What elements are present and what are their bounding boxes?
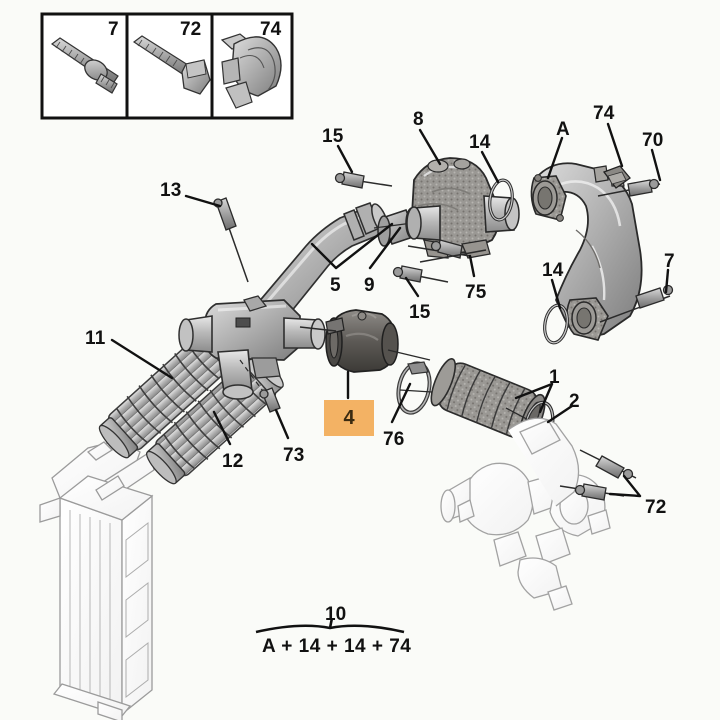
pin-73 xyxy=(239,359,281,413)
bolt-75-b xyxy=(419,249,487,263)
legend-icon-clip-bracket xyxy=(220,33,282,109)
callout-8: 8 xyxy=(413,109,424,130)
seal-ring-14-upper xyxy=(488,178,514,222)
callout-14-upper: 14 xyxy=(469,132,491,153)
legend-number-74: 74 xyxy=(260,19,282,40)
part-A-manifold xyxy=(530,162,643,341)
seal-ring-14-lower xyxy=(543,303,569,345)
legend-number-72: 72 xyxy=(180,19,202,40)
callout-1: 1 xyxy=(549,367,560,388)
callout-7-right: 7 xyxy=(664,251,675,272)
highlight-box-part-4[interactable]: 4 xyxy=(324,400,374,436)
clamp-76 xyxy=(396,361,433,415)
callout-70: 70 xyxy=(642,130,664,151)
bolt-72-a xyxy=(579,449,637,480)
turbo-assembly-ghost xyxy=(440,417,611,611)
bolt-15-upper xyxy=(334,171,393,189)
intercooler-ghost xyxy=(39,439,155,720)
callout-15-lower: 15 xyxy=(409,302,431,323)
caption-assembly-formula: A + 14 + 14 + 74 xyxy=(262,636,412,657)
callout-12: 12 xyxy=(222,451,244,472)
pin-13 xyxy=(213,197,249,283)
callout-13: 13 xyxy=(160,180,182,201)
callout-2: 2 xyxy=(569,391,580,412)
callout-11: 11 xyxy=(85,328,106,349)
legend-icon-stud-bolt xyxy=(50,37,119,94)
bolt-70 xyxy=(597,178,661,197)
callout-76: 76 xyxy=(383,429,405,450)
callout-74-main: 74 xyxy=(593,103,615,124)
bolt-15-lower xyxy=(392,265,449,283)
callout-15-upper: 15 xyxy=(322,126,344,147)
callout-5: 5 xyxy=(330,275,341,296)
highlight-label-4: 4 xyxy=(343,406,355,429)
callout-A: A xyxy=(556,119,570,140)
callout-14-lower: 14 xyxy=(542,260,564,281)
leader-lines xyxy=(110,122,670,498)
bolt-7-right xyxy=(599,284,674,323)
caption-assembly-number: 10 xyxy=(325,604,347,625)
callout-9: 9 xyxy=(364,275,375,296)
legend-number-7: 7 xyxy=(108,19,119,40)
callout-75: 75 xyxy=(465,282,487,303)
part-4-throttle-valve xyxy=(299,309,431,373)
part-8-turbo-housing xyxy=(406,157,520,259)
callout-72-main: 72 xyxy=(645,497,667,518)
callout-73: 73 xyxy=(283,445,305,466)
legend-icon-flange-bolt xyxy=(132,35,211,95)
caption-brace xyxy=(255,617,405,634)
legend-frames xyxy=(40,12,294,120)
